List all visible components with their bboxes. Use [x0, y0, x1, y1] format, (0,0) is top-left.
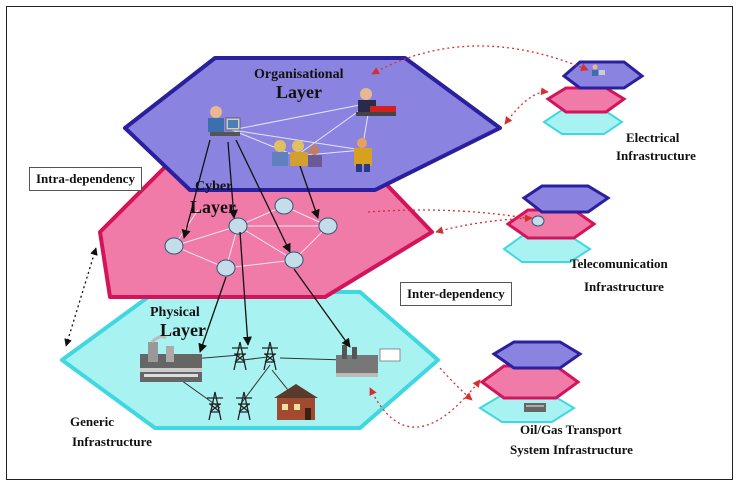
electrical-infrastructure-stack — [542, 60, 645, 135]
organisational-layer-title: Organisational — [254, 67, 344, 82]
person-at-computer-icon — [592, 64, 605, 76]
cyber-node — [274, 197, 294, 215]
inter-dependency-arrows — [367, 45, 589, 428]
house-icon — [274, 384, 318, 420]
refinery-icon — [336, 345, 401, 377]
worker-icon — [354, 138, 372, 172]
telecom-label-line2: Infrastructure — [584, 279, 664, 294]
oilgas-label-line2: System Infrastructure — [510, 442, 633, 457]
intra-dependency-label: Intra-dependency — [29, 167, 142, 191]
cyber-node — [284, 251, 304, 269]
generic-label-line1: Generic — [70, 414, 114, 429]
electrical-label-line2: Infrastructure — [616, 148, 696, 163]
cyber-node — [228, 217, 248, 235]
inter-layer-arrows — [181, 139, 351, 353]
person-on-phone-icon — [356, 88, 396, 116]
organisational-layer-subtitle: Layer — [276, 82, 322, 102]
people-meeting-icon — [272, 140, 322, 167]
telecommunication-infrastructure-stack — [502, 184, 611, 263]
electrical-label-line1: Electrical — [626, 130, 680, 145]
factory-icon — [140, 335, 202, 382]
cyber-node — [318, 217, 338, 235]
person-at-computer-icon — [208, 106, 241, 136]
power-pylon-icon — [262, 341, 278, 371]
pipeline-icon — [524, 403, 546, 412]
power-pylon-icon — [236, 391, 252, 421]
cyber-layer-title: Cyber — [195, 179, 232, 194]
oilgas-label-line1: Oil/Gas Transport — [520, 422, 622, 437]
cyber-node — [531, 215, 545, 227]
generic-label-line2: Infrastructure — [72, 434, 152, 449]
inter-dependency-label: Inter-dependency — [400, 282, 512, 306]
cyber-layer-subtitle: Layer — [190, 197, 236, 217]
intra-dependency-arrow — [64, 247, 98, 347]
physical-layer-plane — [60, 290, 440, 430]
cyber-node — [216, 259, 236, 277]
physical-layer-title: Physical — [150, 305, 200, 320]
oil-gas-infrastructure-stack — [478, 340, 583, 423]
organisational-layer-plane — [123, 56, 502, 192]
cyber-node — [164, 237, 184, 255]
cyber-nodes — [164, 197, 338, 277]
power-pylon-icon — [207, 391, 223, 421]
power-pylon-icon — [232, 341, 248, 371]
telecom-label-line1: Telecomunication — [570, 256, 669, 271]
physical-layer-subtitle: Layer — [160, 320, 206, 340]
